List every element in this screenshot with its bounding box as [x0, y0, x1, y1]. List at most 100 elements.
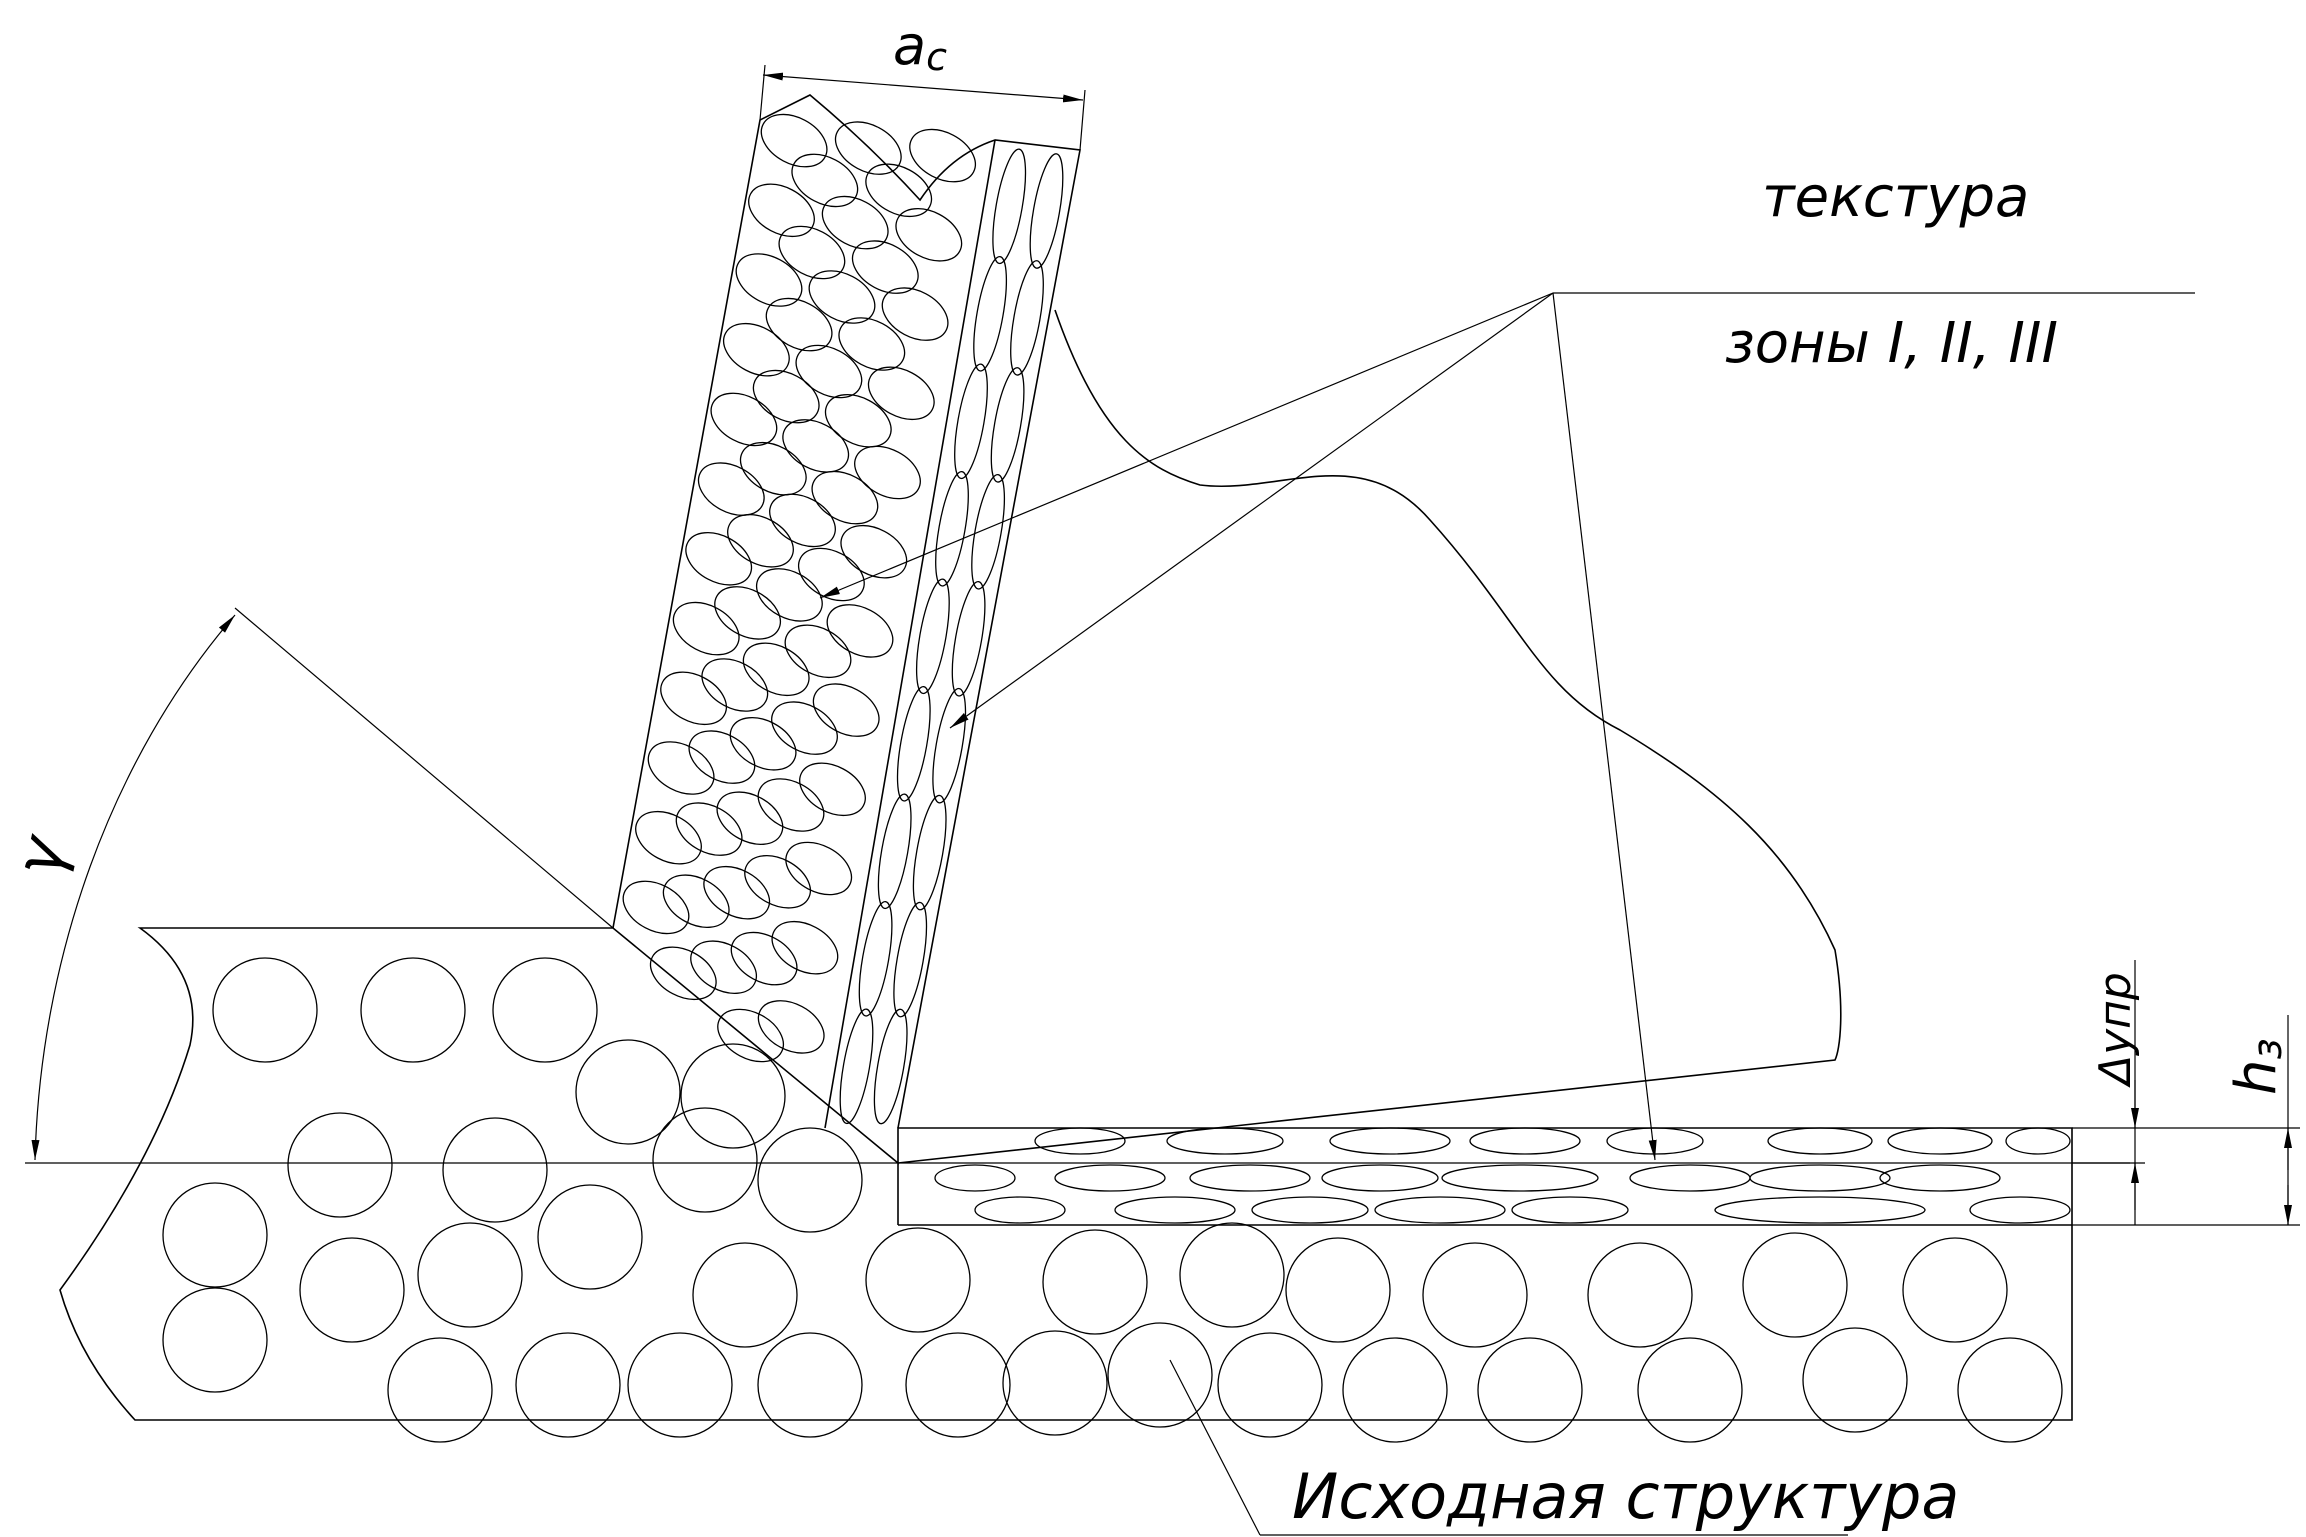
texture-grain — [896, 685, 931, 802]
layer-grain — [1606, 1127, 1704, 1155]
layer-grain — [1749, 1164, 1891, 1192]
workpiece-grain — [652, 1107, 758, 1213]
workpiece-grain — [162, 1182, 268, 1288]
workpiece — [59, 927, 2073, 1443]
initial-structure-label: Исходная структура — [1292, 1460, 1959, 1533]
workpiece-grain — [575, 1039, 681, 1145]
chip-grain — [735, 253, 803, 307]
zones-leader — [819, 292, 2195, 1161]
chip-grain — [647, 741, 715, 795]
workpiece-grain — [492, 957, 598, 1063]
texture-grain — [954, 363, 988, 480]
chip-grain — [795, 344, 863, 399]
chip-grain — [739, 441, 807, 496]
workpiece-grain — [1477, 1337, 1583, 1443]
chip-grain — [865, 163, 933, 218]
chip-grain — [834, 121, 902, 175]
workpiece-grain — [287, 1112, 393, 1218]
chip-grain — [672, 601, 740, 656]
chip-grain — [723, 322, 790, 377]
workpiece-grain — [757, 1127, 863, 1233]
workpiece-grain — [212, 957, 318, 1063]
texture-grain — [912, 794, 947, 911]
chip-grain — [697, 462, 765, 516]
layer-grain — [1374, 1196, 1506, 1224]
workpiece-grain — [537, 1184, 643, 1290]
chip-grain — [730, 931, 798, 986]
chip-outline — [612, 94, 1081, 1129]
workpiece-grain — [1342, 1337, 1448, 1443]
chip-grain — [854, 445, 921, 500]
workpiece-grain — [162, 1287, 268, 1393]
chip-grain — [675, 802, 743, 856]
chip-grain — [812, 683, 880, 737]
layer-grain — [1441, 1164, 1599, 1192]
layer-grain — [934, 1164, 1016, 1192]
layer-grain — [1114, 1196, 1236, 1224]
chip-grain — [727, 514, 794, 568]
layer-grain — [1629, 1164, 1751, 1192]
chip-thickness-label: ac — [893, 14, 947, 79]
workpiece-grain — [627, 1332, 733, 1438]
chip-grain — [757, 1000, 825, 1054]
layer-grain — [1879, 1164, 2001, 1192]
chip-grain — [771, 920, 839, 975]
chip-grain — [826, 604, 894, 658]
workpiece-grain — [1042, 1229, 1148, 1335]
texture-grain — [973, 255, 1008, 372]
texture-grain — [990, 367, 1025, 483]
workpiece-grain — [865, 1227, 971, 1333]
workpiece-grain — [417, 1222, 523, 1328]
layer-grain — [1166, 1127, 1284, 1155]
chip-texture-grains — [839, 148, 1064, 1125]
workpiece-grain — [1742, 1232, 1848, 1338]
chip-grain — [714, 586, 781, 640]
chip-grain — [752, 369, 820, 424]
texture-label: текстура — [1762, 165, 2029, 230]
rake-angle-dimension — [25, 607, 2130, 1164]
chip-grain — [748, 183, 815, 238]
chip-grain — [744, 855, 811, 909]
workpiece-grain — [1902, 1237, 2008, 1343]
chip-grain — [649, 946, 717, 1001]
chip-grain — [622, 880, 690, 935]
chip-grain — [811, 470, 879, 525]
chip-grain — [782, 419, 850, 473]
workpiece-grain — [1217, 1332, 1323, 1438]
chip-grain — [824, 394, 892, 448]
chip-grain — [729, 717, 797, 771]
chip-grain — [838, 317, 906, 371]
chip-grain — [840, 524, 908, 579]
chip-grain — [760, 113, 828, 168]
workpiece-grain — [387, 1337, 493, 1443]
texture-grain — [932, 687, 967, 804]
chip-grain — [688, 730, 756, 784]
texture-grain — [1029, 153, 1064, 269]
chip-grain — [867, 366, 935, 421]
chip-grain — [785, 841, 853, 896]
texture-grain — [877, 793, 912, 910]
texture-grain — [915, 578, 950, 695]
workpiece-grain — [757, 1332, 863, 1438]
layer-grain — [1189, 1164, 1311, 1192]
layer-grain — [1034, 1127, 1126, 1155]
texture-grain — [971, 473, 1006, 590]
workpiece-grain — [515, 1332, 621, 1438]
layer-grain — [1321, 1164, 1439, 1192]
workpiece-grain — [1107, 1322, 1213, 1428]
workpiece-grain — [442, 1117, 548, 1223]
texture-grain — [839, 1008, 874, 1125]
chip-grain — [662, 874, 730, 928]
chip-grain — [742, 642, 810, 697]
layer-grain — [974, 1196, 1066, 1224]
chip-grain — [771, 701, 838, 755]
chip-grain — [909, 128, 976, 183]
layer-grain — [1714, 1196, 1926, 1224]
chip-grain — [881, 287, 949, 341]
chip-grain — [660, 671, 727, 726]
texture-grain — [935, 470, 969, 587]
workpiece-grain — [1002, 1330, 1108, 1436]
layer-dimensions — [2072, 960, 2300, 1226]
chip-grain — [821, 195, 889, 250]
workpiece-grain — [1422, 1242, 1528, 1348]
